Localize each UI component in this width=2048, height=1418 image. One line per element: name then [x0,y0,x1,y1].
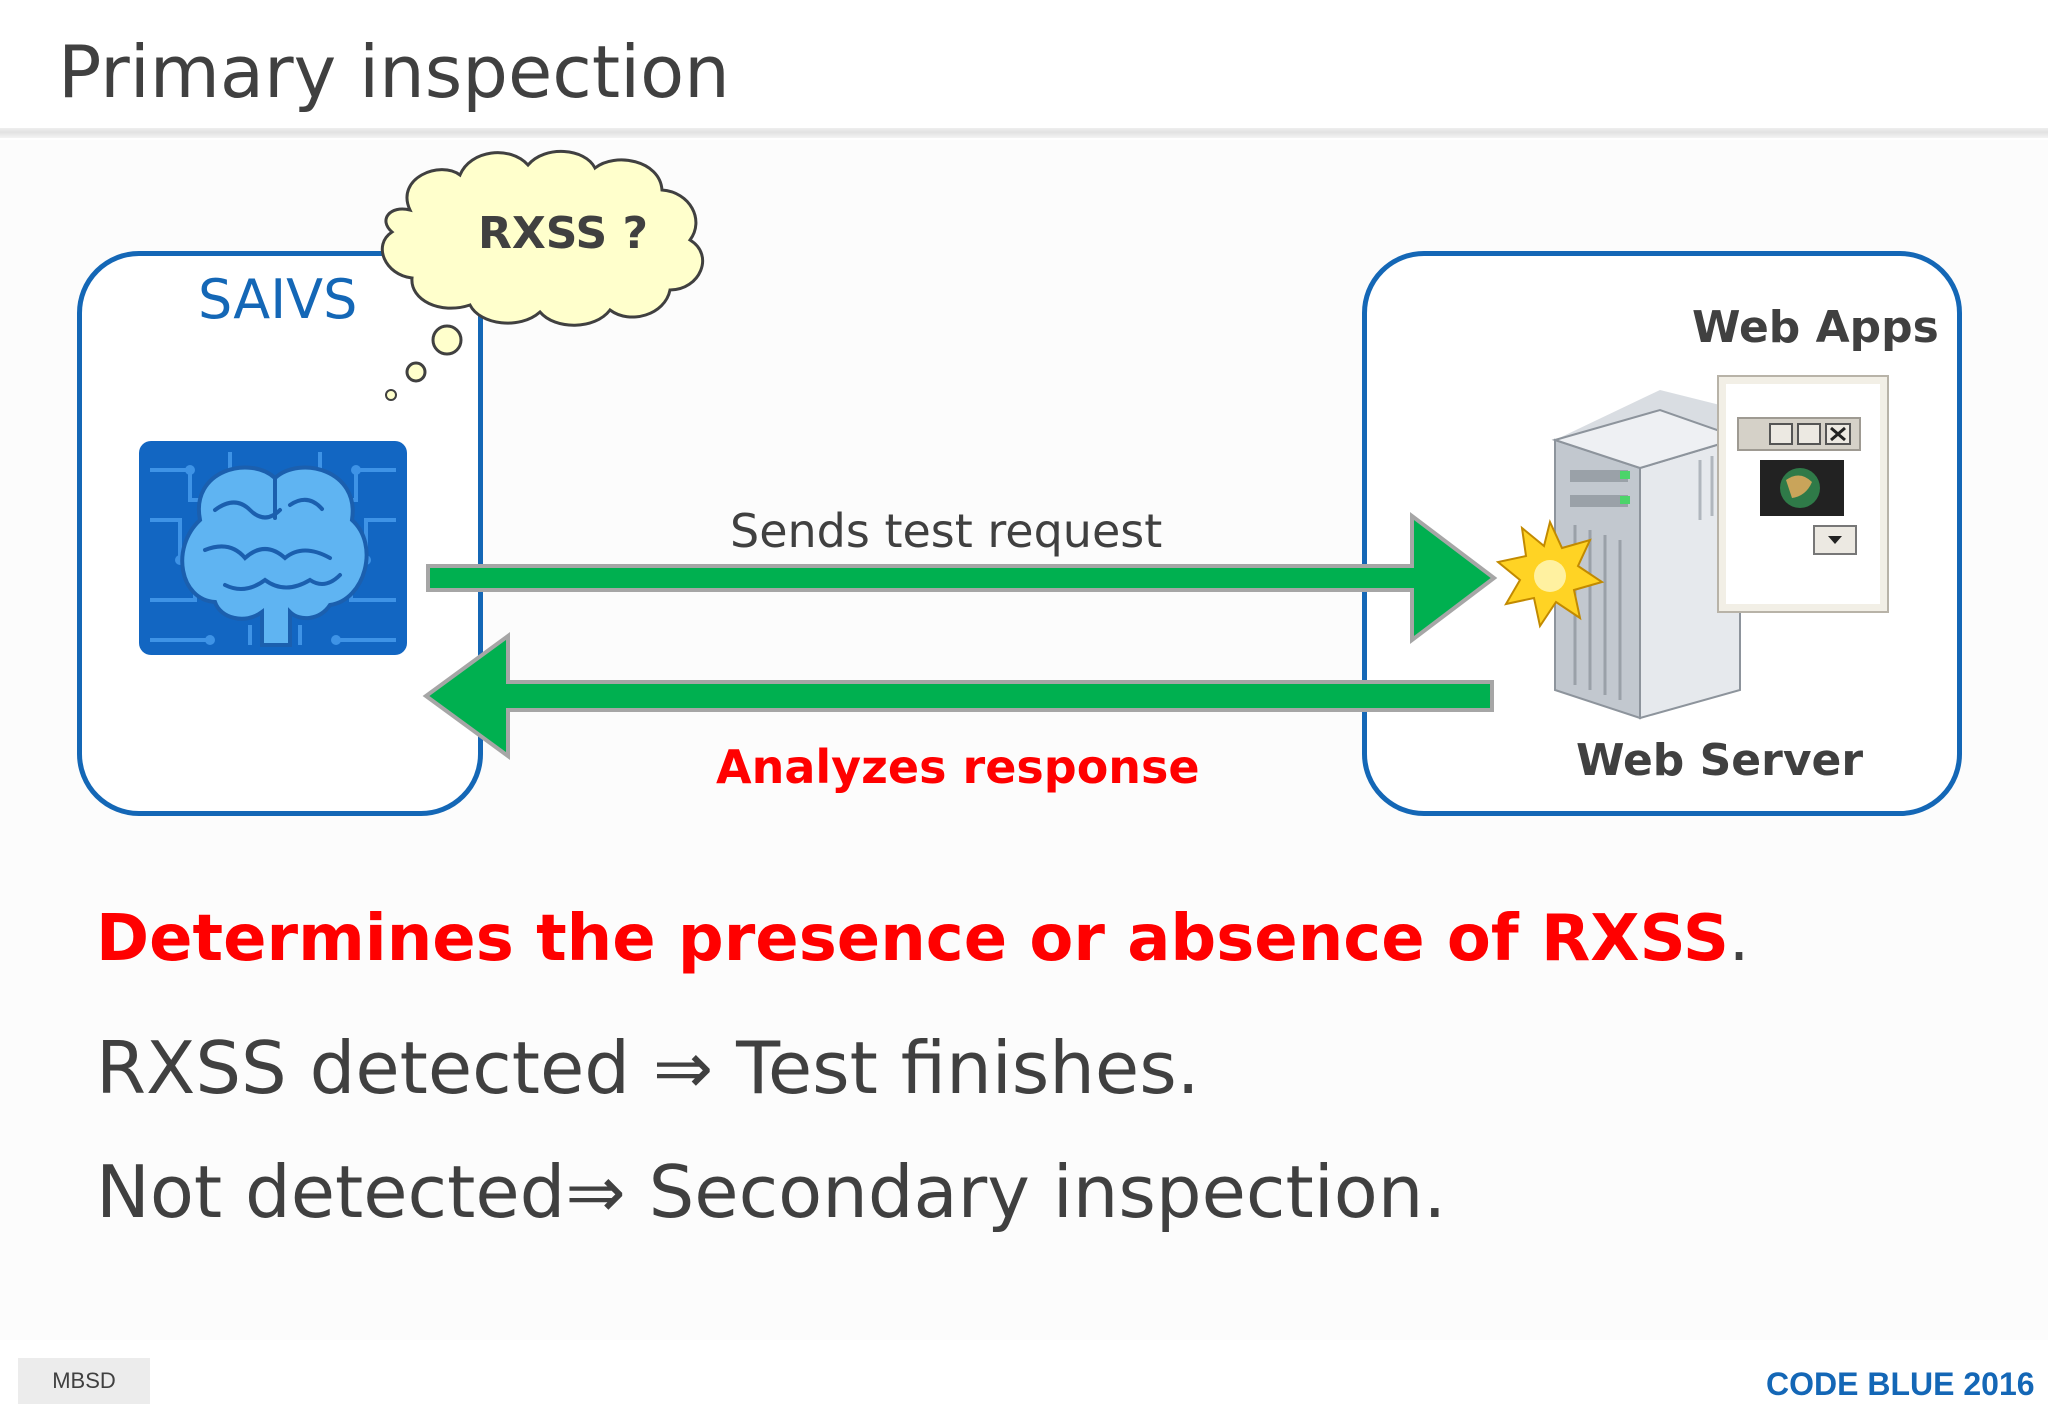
detected-line: RXSS detected ⇒ Test finishes. [96,1026,1200,1110]
web-app-window-icon [1717,375,1889,613]
not-detected-line: Not detected⇒ Secondary inspection. [96,1150,1447,1234]
web-apps-label: Web Apps [1692,302,1939,353]
footer-brand: CODE BLUE 2016 [1766,1366,2035,1402]
request-label: Sends test request [730,504,1163,558]
slide-title: Primary inspection [58,30,730,114]
footer-tag: MBSD [18,1358,150,1404]
thought-bubble-text: RXSS ? [478,208,649,259]
conclusion-text: Determines the presence or absence of RX… [96,902,1729,976]
web-server-label: Web Server [1576,735,1864,786]
conclusion-line: Determines the presence or absence of RX… [96,902,1749,976]
thought-bubble [380,150,704,401]
brain-chip-icon [139,441,407,655]
server-icon [1551,390,1744,720]
conclusion-period: . [1728,902,1750,976]
saivs-label: SAIVS [198,268,358,331]
starburst-icon [1495,519,1605,629]
request-arrow [426,511,1498,645]
title-divider [0,128,2048,138]
response-label: Analyzes response [716,740,1200,794]
response-arrow [422,632,1494,760]
